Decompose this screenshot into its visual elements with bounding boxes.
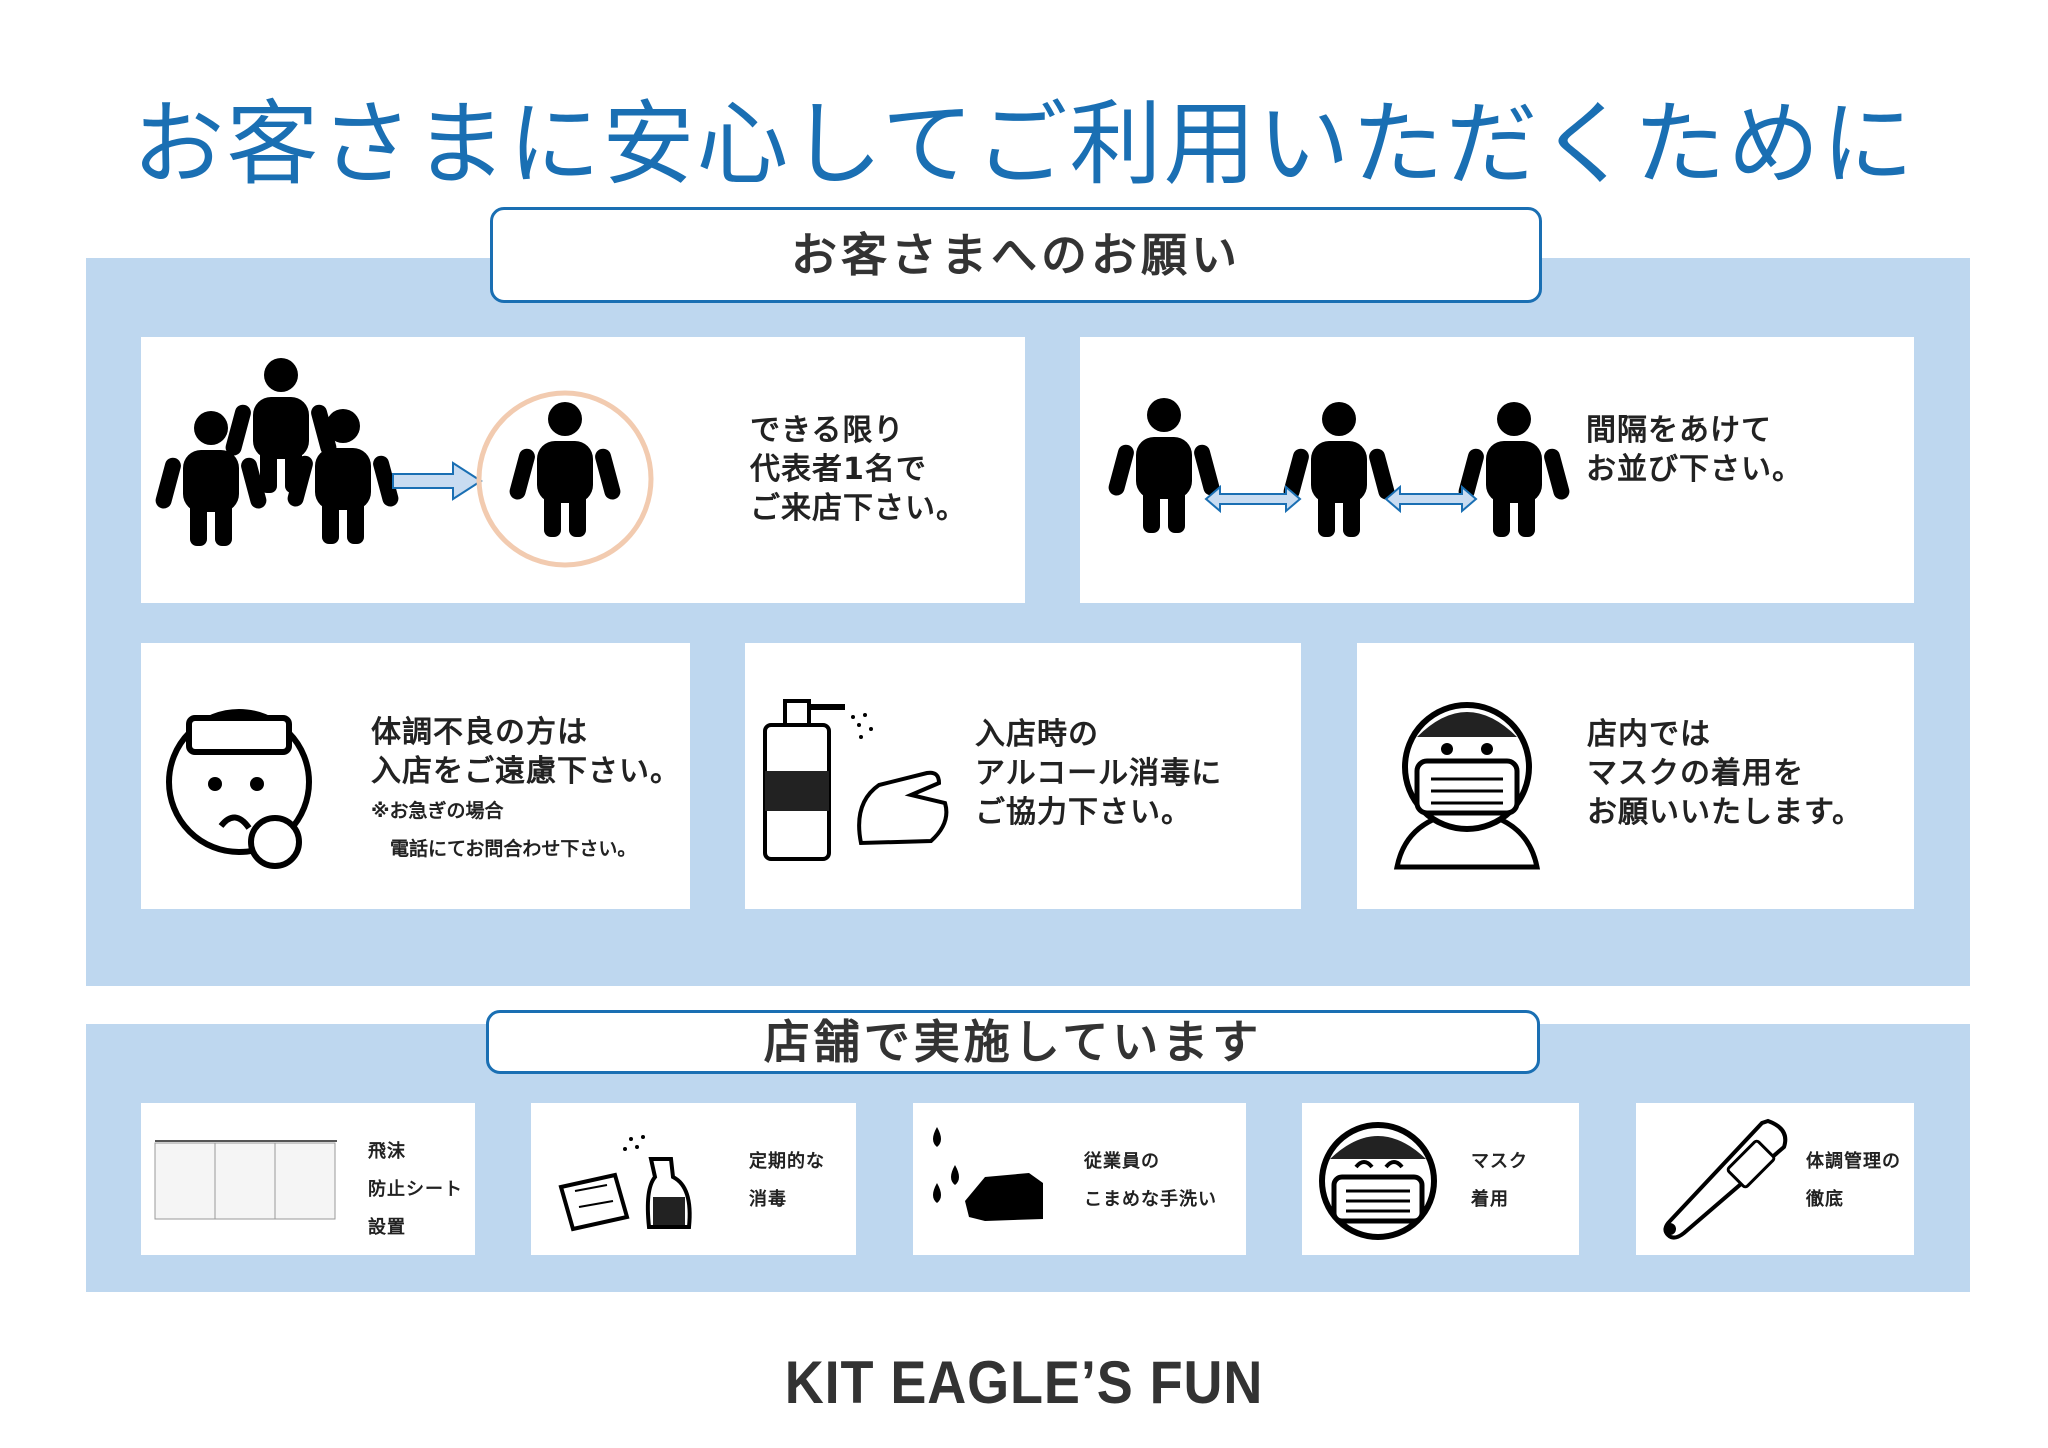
request-card-mask: 店内ではマスクの着用をお願いいたします。 bbox=[1357, 643, 1914, 909]
masked-person-icon bbox=[1393, 702, 1541, 870]
request-text-mask: 店内ではマスクの着用をお願いいたします。 bbox=[1587, 717, 1863, 830]
hand-sanitizer-icon bbox=[763, 699, 949, 861]
sick-person-icon bbox=[166, 709, 312, 869]
measure-card-health-check: 体調管理の徹底 bbox=[1636, 1103, 1914, 1255]
spray-cleaner-icon bbox=[558, 1135, 692, 1232]
request-card-sanitize: 入店時のアルコール消毒にご協力下さい。 bbox=[745, 643, 1301, 909]
measures-heading: 店舗で実施しています bbox=[486, 1010, 1540, 1074]
request-text-sick: 体調不良の方は入店をご遠慮下さい。 bbox=[371, 715, 681, 789]
measure-text-staff-mask: マスク着用 bbox=[1471, 1151, 1528, 1210]
splash-curtain-icon bbox=[154, 1140, 337, 1220]
thermometer-icon bbox=[1663, 1118, 1788, 1240]
group-people-icon bbox=[155, 358, 654, 568]
distanced-people-icon bbox=[1108, 398, 1570, 537]
masked-staff-icon bbox=[1319, 1122, 1437, 1240]
measure-card-handwashing: 従業員のこまめな手洗い bbox=[913, 1103, 1246, 1255]
measure-text-splash-sheet: 飛沫防止シート設置 bbox=[368, 1141, 463, 1238]
measure-card-splash-sheet: 飛沫防止シート設置 bbox=[141, 1103, 475, 1255]
measure-text-health-check: 体調管理の徹底 bbox=[1806, 1151, 1901, 1210]
measure-card-disinfection: 定期的な消毒 bbox=[531, 1103, 856, 1255]
requests-heading: お客さまへのお願い bbox=[490, 207, 1542, 303]
measure-text-disinfection: 定期的な消毒 bbox=[749, 1151, 825, 1210]
brand-logo-text: KIT EAGLE’S FUN bbox=[784, 1349, 1264, 1416]
request-note-sick: ※お急ぎの場合 電話にてお問合わせ下さい。 bbox=[371, 800, 637, 860]
request-card-sick: 体調不良の方は入店をご遠慮下さい。 ※お急ぎの場合 電話にてお問合わせ下さい。 bbox=[141, 643, 690, 909]
request-text-representative: できる限り代表者1名でご来店下さい。 bbox=[750, 413, 967, 526]
request-card-spacing: 間隔をあけてお並び下さい。 bbox=[1080, 337, 1914, 603]
request-text-spacing: 間隔をあけてお並び下さい。 bbox=[1586, 413, 1803, 487]
hand-washing-icon bbox=[933, 1127, 1043, 1221]
request-text-sanitize: 入店時のアルコール消毒にご協力下さい。 bbox=[975, 717, 1223, 830]
measure-text-handwashing: 従業員のこまめな手洗い bbox=[1084, 1151, 1217, 1210]
page-title: お客さまに安心してご利用いただくために bbox=[132, 91, 1916, 198]
request-card-representative: できる限り代表者1名でご来店下さい。 bbox=[141, 337, 1025, 603]
measure-card-staff-mask: マスク着用 bbox=[1302, 1103, 1579, 1255]
